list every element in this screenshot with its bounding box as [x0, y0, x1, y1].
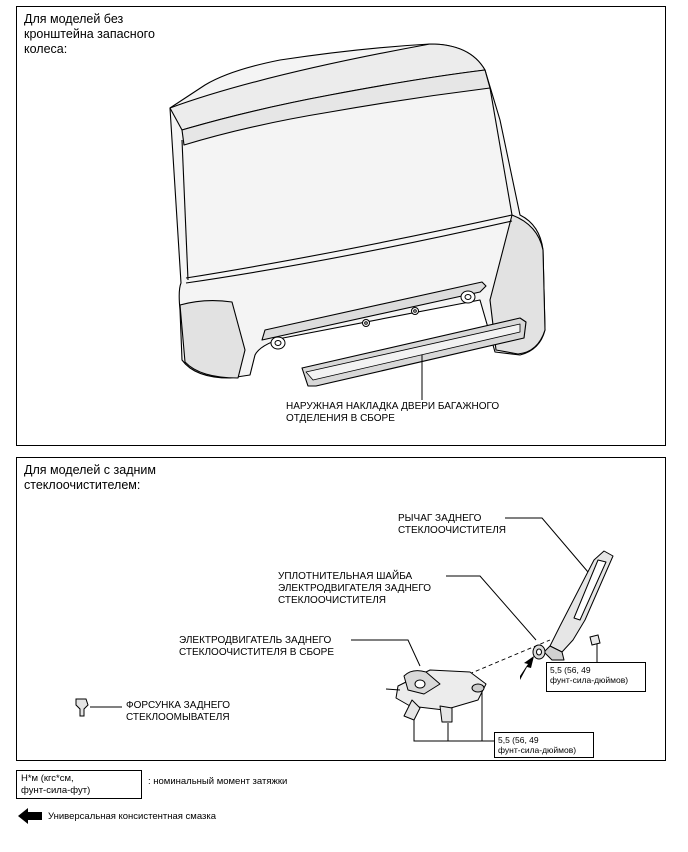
torque-box-motor: 5,5 (56, 49 фунт-сила-дюймов)	[494, 732, 594, 758]
rear-wiper-arm-part	[543, 550, 614, 661]
outside-garnish-label: НАРУЖНАЯ НАКЛАДКА ДВЕРИ БАГАЖНОГО ОТДЕЛЕ…	[286, 401, 500, 424]
outside-garnish-part	[301, 317, 527, 387]
wiper-arm-label: РЫЧАГ ЗАДНЕГО СТЕКЛООЧИСТИТЕЛЯ	[398, 513, 506, 536]
top-panel-caption: Для моделей без кронштейна запасного кол…	[24, 12, 155, 56]
grease-legend-arrow-icon	[18, 808, 42, 824]
washer-nozzle-label: ФОРСУНКА ЗАДНЕГО СТЕКЛООМЫВАТЕЛЯ	[126, 700, 231, 723]
bottom-panel	[16, 457, 666, 761]
bottom-panel-caption: Для моделей с задним стеклоочистителем:	[24, 463, 156, 492]
washer-nozzle-part	[75, 698, 89, 717]
arm-nut-part	[589, 634, 601, 646]
wiper-motor-label: ЭЛЕКТРОДВИГАТЕЛЬ ЗАДНЕГО СТЕКЛООЧИСТИТЕЛ…	[179, 635, 335, 658]
back-door-illustration	[169, 43, 546, 379]
washer-part	[532, 644, 546, 660]
garnish-mount-holes	[270, 290, 476, 350]
torque-unit-legend-text: : номинальный момент затяжки	[148, 776, 288, 787]
motor-washer-label: УПЛОТНИТЕЛЬНАЯ ШАЙБА ЭЛЕКТРОДВИГАТЕЛЯ ЗА…	[278, 571, 431, 606]
rear-wiper-motor-part	[385, 669, 487, 723]
grease-arrow-icon	[520, 656, 534, 680]
torque-unit-legend-box: Н*м (кгс*см, фунт-сила-фут)	[16, 770, 142, 799]
torque-box-arm: 5,5 (56, 49 фунт-сила-дюймов)	[546, 662, 646, 692]
grease-legend-text: Универсальная консистентная смазка	[48, 811, 217, 822]
